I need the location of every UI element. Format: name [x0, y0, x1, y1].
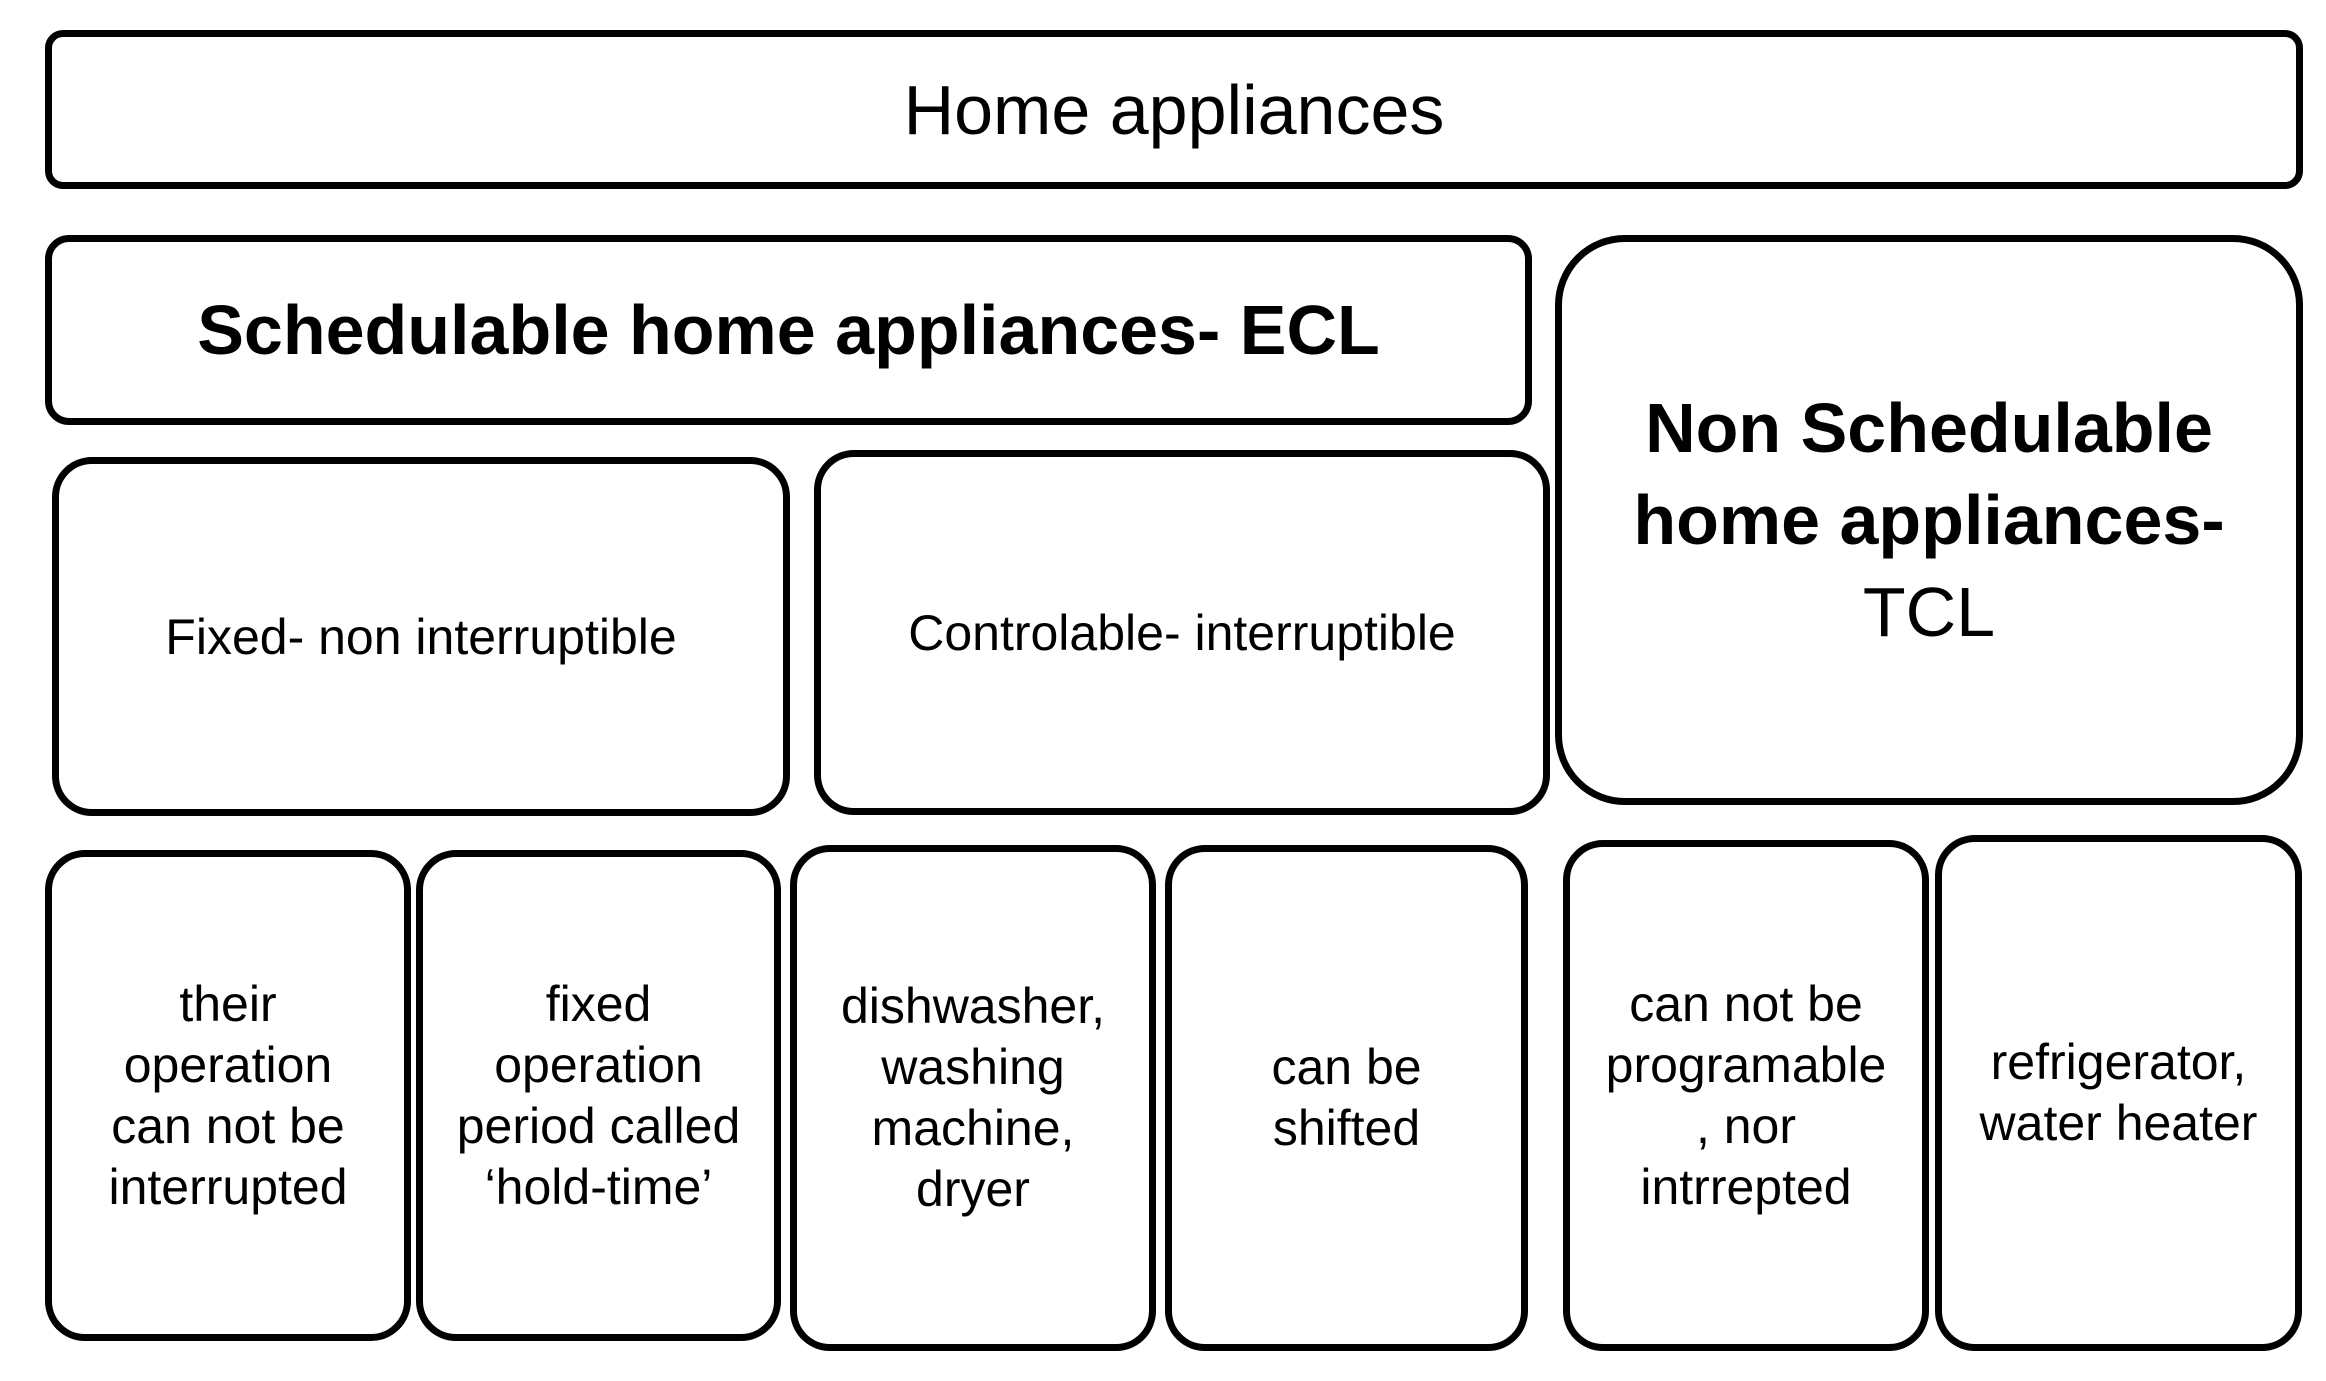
- leaf-text-line: , nor: [1695, 1097, 1797, 1154]
- controllable-interruptible-box: Controlable- interruptible: [814, 450, 1550, 815]
- leaf-controllable-shifted: can be shifted: [1165, 845, 1528, 1351]
- leaf-text-line: water heater: [1979, 1095, 2258, 1151]
- leaf-fixed-description: their operation can not be interrupted: [45, 850, 411, 1341]
- non-schedulable-label-line2: home appliances-: [1633, 481, 2225, 559]
- leaf-text-line: dryer: [916, 1161, 1030, 1217]
- leaf-non-schedulable-examples: refrigerator, water heater: [1935, 835, 2302, 1351]
- schedulable-ecl-label: Schedulable home appliances- ECL: [197, 291, 1380, 369]
- non-schedulable-label-line3: TCL: [1862, 573, 1996, 651]
- leaf-text-line: can not be: [1629, 975, 1863, 1032]
- leaf-text-line: fixed: [545, 975, 652, 1032]
- leaf-text-line: period called: [456, 1097, 741, 1154]
- schedulable-ecl-box: Schedulable home appliances- ECL: [45, 235, 1532, 425]
- leaf-text-line: machine,: [871, 1100, 1075, 1156]
- non-schedulable-tcl-box: Non Schedulable home appliances- TCL: [1555, 235, 2303, 805]
- leaf-text-line: operation: [123, 1036, 333, 1093]
- leaf-text-line: washing: [881, 1039, 1065, 1095]
- leaf-text-line: ‘hold-time’: [484, 1158, 713, 1215]
- leaf-text-line: interrupted: [108, 1158, 348, 1215]
- leaf-text-line: can be: [1271, 1039, 1422, 1095]
- leaf-text-line: their: [179, 975, 277, 1032]
- leaf-fixed-hold-time: fixed operation period called ‘hold-time…: [416, 850, 781, 1341]
- leaf-text-line: refrigerator,: [1990, 1034, 2247, 1090]
- leaf-text-line: can not be: [111, 1097, 345, 1154]
- leaf-text-line: operation: [494, 1036, 703, 1093]
- home-appliances-box: Home appliances: [45, 30, 2303, 189]
- leaf-non-schedulable-description: can not be programable , nor intrrepted: [1563, 840, 1929, 1351]
- leaf-text-line: intrrepted: [1640, 1158, 1852, 1215]
- non-schedulable-label-line1: Non Schedulable: [1645, 389, 2213, 467]
- controllable-interruptible-label: Controlable- interruptible: [908, 604, 1456, 661]
- leaf-text-line: shifted: [1272, 1100, 1421, 1156]
- home-appliances-label: Home appliances: [903, 70, 1445, 149]
- leaf-text-line: dishwasher,: [840, 978, 1106, 1034]
- leaf-text-line: programable: [1605, 1036, 1887, 1093]
- fixed-non-interruptible-box: Fixed- non interruptible: [52, 457, 790, 816]
- leaf-controllable-examples: dishwasher, washing machine, dryer: [790, 845, 1156, 1351]
- fixed-non-interruptible-label: Fixed- non interruptible: [165, 608, 677, 665]
